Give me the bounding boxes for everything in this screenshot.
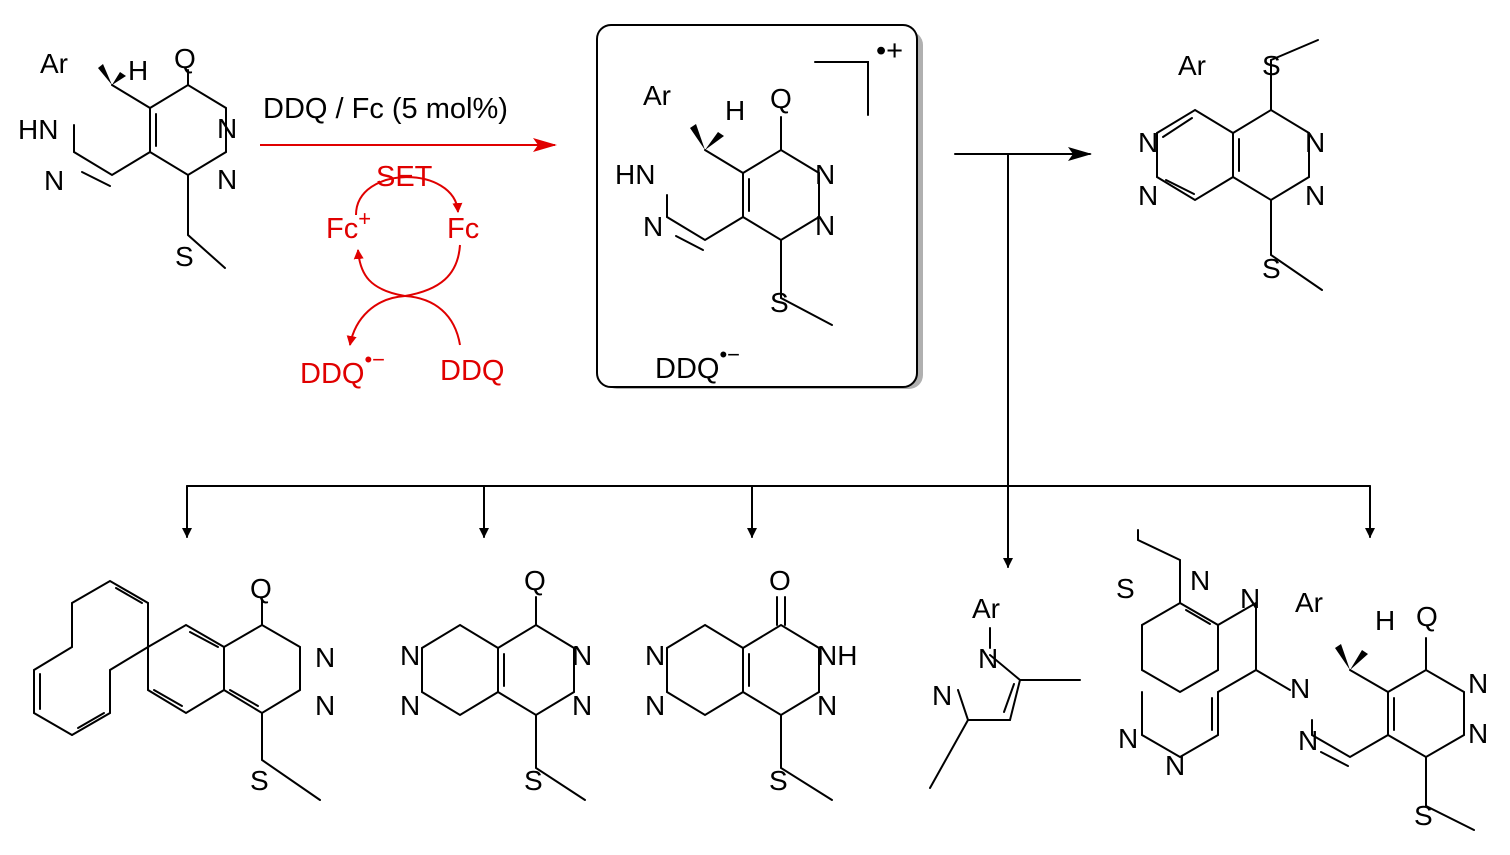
svg-text:S: S — [1262, 50, 1281, 81]
svg-text:Ar: Ar — [40, 48, 68, 79]
svg-text:N: N — [1468, 718, 1488, 749]
svg-text:Ar: Ar — [643, 80, 671, 111]
svg-text:N: N — [572, 690, 592, 721]
svg-text:DDQ•−: DDQ•− — [300, 347, 385, 390]
svg-text:N: N — [978, 643, 998, 674]
counterion-label: DDQ — [655, 353, 719, 385]
cycle-arc-top — [355, 176, 463, 216]
reaction-conditions: DDQ / Fc (5 mol%) SET Fc+ Fc DDQ•− DDQ — [260, 93, 557, 390]
intermediate-box: Ar H Q HN N N N S •+ DDQ•− — [596, 24, 923, 389]
svg-text:S: S — [175, 241, 194, 272]
ddq-label: DDQ — [440, 355, 504, 387]
svg-text:Fc+: Fc+ — [326, 206, 371, 245]
svg-text:N: N — [1290, 673, 1310, 704]
svg-text:S: S — [1116, 573, 1135, 604]
fc-plus-label: Fc — [326, 213, 358, 245]
svg-text:S: S — [1414, 800, 1433, 831]
conditions-label: DDQ / Fc (5 mol%) — [263, 93, 508, 125]
svg-text:Ar: Ar — [1178, 50, 1206, 81]
cycle-arc-left — [353, 249, 406, 297]
product-aromatized: Ar S N N N N S — [1138, 39, 1325, 291]
svg-text:N: N — [44, 165, 64, 196]
svg-text:S: S — [769, 765, 788, 796]
svg-text:Ar: Ar — [1295, 587, 1323, 618]
svg-text:N: N — [217, 113, 237, 144]
svg-text:N: N — [815, 210, 835, 241]
svg-text:Q: Q — [1416, 601, 1438, 632]
svg-text:N: N — [1190, 565, 1210, 596]
svg-text:N: N — [645, 640, 665, 671]
svg-text:N: N — [1305, 127, 1325, 158]
svg-text:N: N — [1165, 750, 1185, 781]
svg-text:H: H — [725, 95, 745, 126]
fc-plus-charge: + — [358, 206, 371, 231]
svg-text:N: N — [1118, 723, 1138, 754]
fc-label: Fc — [447, 213, 479, 245]
ddq-radical-anion-label: DDQ — [300, 358, 364, 390]
cycle-arc-ddq-left — [346, 295, 406, 346]
svg-text:N: N — [1298, 725, 1318, 756]
svg-text:N: N — [643, 211, 663, 242]
svg-text:N: N — [1468, 668, 1488, 699]
svg-text:HN: HN — [615, 159, 655, 190]
svg-text:O: O — [769, 565, 791, 596]
svg-text:N: N — [932, 680, 952, 711]
cycle-arc-right — [404, 244, 461, 297]
starting-material: Ar H Q HN N N N S — [18, 43, 237, 272]
svg-text:Q: Q — [524, 565, 546, 596]
product-bis-pyridazine: Q N N N N S — [400, 565, 592, 801]
svg-text:H: H — [1375, 605, 1395, 636]
svg-text:N: N — [1240, 583, 1260, 614]
svg-text:S: S — [1262, 253, 1281, 284]
svg-text:NH: NH — [817, 640, 857, 671]
branch-arrows — [182, 147, 1375, 568]
set-label: SET — [376, 161, 433, 193]
counterion-charge: •− — [719, 342, 740, 367]
svg-text:N: N — [1138, 180, 1158, 211]
svg-text:S: S — [770, 287, 789, 318]
svg-text:N: N — [315, 642, 335, 673]
svg-text:H: H — [128, 55, 148, 86]
svg-text:N: N — [645, 690, 665, 721]
svg-text:Q: Q — [174, 43, 196, 74]
svg-text:Q: Q — [770, 83, 792, 114]
svg-text:N: N — [217, 164, 237, 195]
svg-text:N: N — [400, 640, 420, 671]
svg-text:N: N — [1138, 127, 1158, 158]
svg-text:S: S — [524, 765, 543, 796]
product-pyrazole: Ar N N — [929, 593, 1081, 789]
svg-text:N: N — [1305, 180, 1325, 211]
svg-text:N: N — [817, 690, 837, 721]
svg-text:DDQ•−: DDQ•− — [655, 342, 740, 385]
svg-text:N: N — [400, 690, 420, 721]
ddq-radical-anion-charge: •− — [364, 347, 385, 372]
svg-text:N: N — [572, 640, 592, 671]
svg-text:N: N — [815, 159, 835, 190]
product-polycyclic: Q N N S — [33, 573, 335, 801]
svg-text:S: S — [250, 765, 269, 796]
cycle-arc-ddq-right — [404, 295, 461, 346]
svg-text:Q: Q — [250, 573, 272, 604]
product-dimer: S N N N N N Ar H Q N N N S — [1116, 529, 1488, 831]
svg-text:Ar: Ar — [972, 593, 1000, 624]
svg-text:HN: HN — [18, 114, 58, 145]
svg-text:N: N — [315, 690, 335, 721]
radical-cation-charge: •+ — [876, 35, 903, 67]
product-pyridazinone: O N N NH N S — [645, 565, 857, 801]
